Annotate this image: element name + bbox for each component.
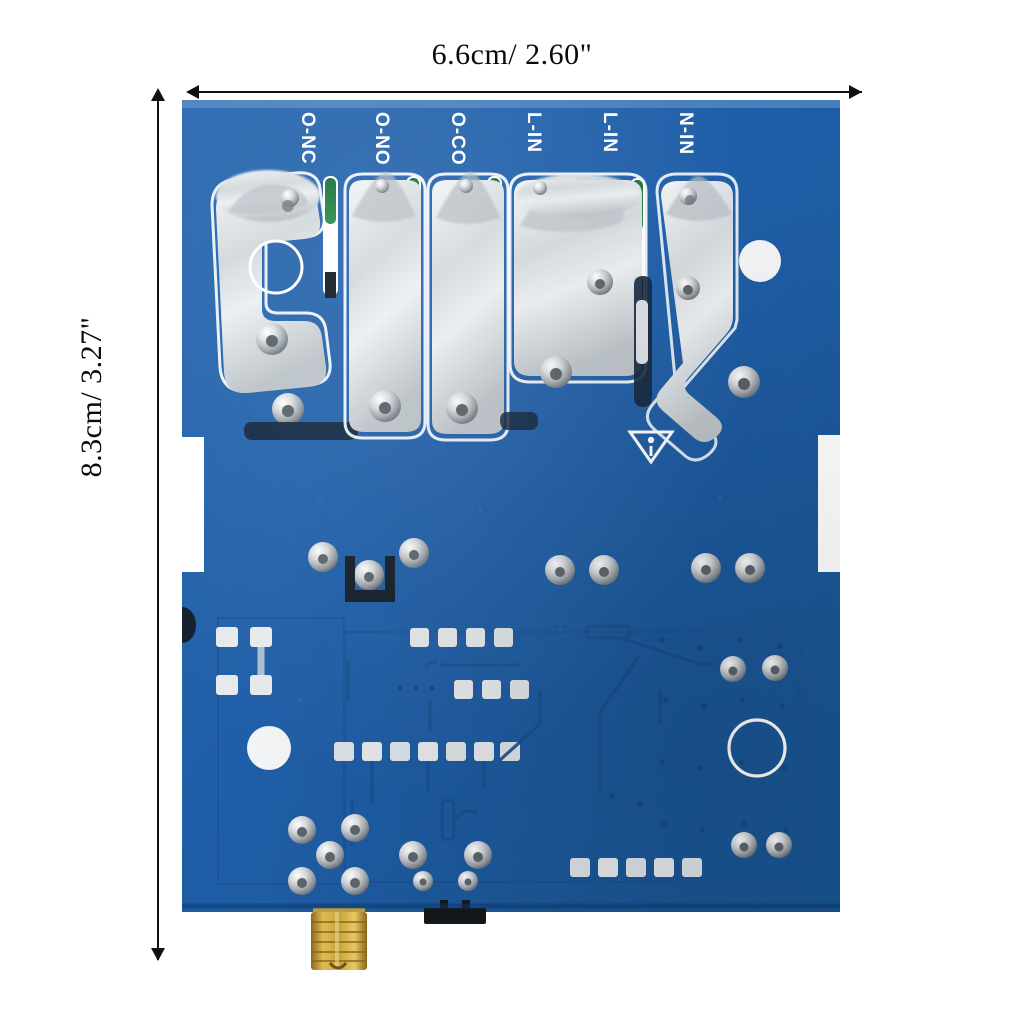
height-dimension-line — [157, 92, 160, 960]
height-arrow-top-icon — [151, 88, 165, 101]
trace-n-in — [646, 172, 760, 462]
terminal-silkscreen-labels: O-NC O-NO O-CO L-IN L-IN N-IN — [297, 112, 696, 166]
solder-joints-bottom-left — [288, 798, 492, 895]
mounting-hole-top-right — [739, 240, 781, 282]
silk-label-n-in: N-IN — [675, 112, 696, 155]
smd-pads-mcu — [410, 628, 529, 699]
vias — [397, 637, 789, 833]
mounting-hole-bottom-left — [247, 726, 291, 770]
sma-antenna-connector — [311, 908, 367, 970]
silk-circle-bottom-right — [727, 718, 787, 778]
trace-o-nc — [210, 170, 332, 425]
width-arrow-right-icon — [849, 85, 862, 99]
smd-pads-left — [216, 627, 272, 695]
surface-speckle — [238, 496, 722, 882]
smd-pads-row — [334, 742, 520, 802]
copper-traces — [346, 624, 716, 846]
width-dimension-label: 6.6cm/ 2.60" — [431, 38, 593, 71]
silk-label-l-in-2: L-IN — [599, 112, 620, 153]
silk-label-o-nc: O-NC — [297, 112, 318, 165]
height-arrow-bottom-icon — [151, 948, 165, 961]
silk-label-o-co: O-CO — [447, 112, 468, 166]
trace-o-no — [343, 172, 427, 440]
edge-notch-marker — [182, 607, 196, 643]
silk-label-l-in-1: L-IN — [523, 112, 544, 153]
relay-pin-solder-joints — [308, 538, 765, 602]
warning-triangle-icon — [627, 430, 675, 465]
trace-l-in — [508, 172, 648, 388]
silk-label-o-no: O-NO — [371, 112, 392, 166]
smd-pads-bottom-right — [570, 858, 702, 877]
solder-joints-right — [720, 655, 792, 858]
trace-o-co — [426, 172, 510, 442]
width-arrow-left-icon — [186, 85, 199, 99]
width-dimension-line — [190, 91, 862, 94]
